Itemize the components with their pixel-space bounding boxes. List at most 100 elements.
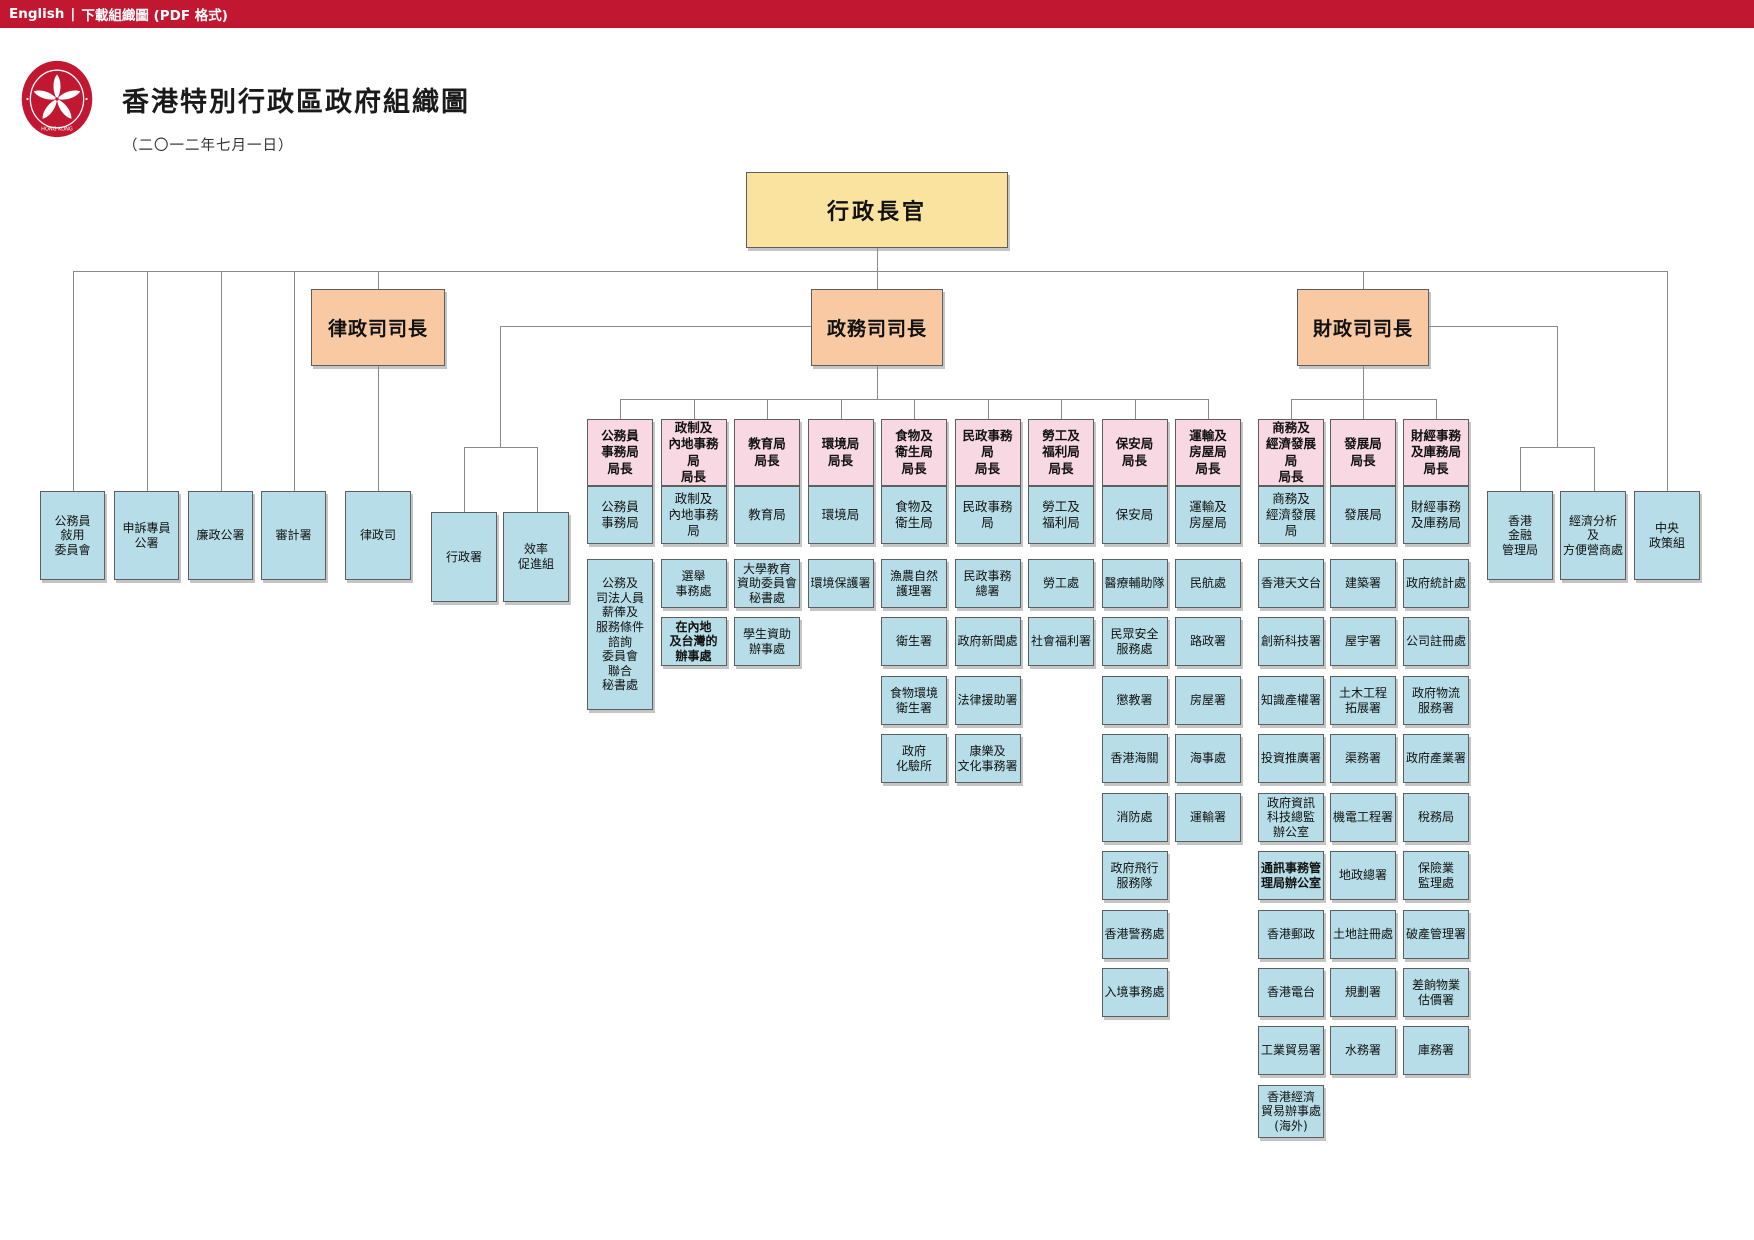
org-box-development-dept-6: 土地註冊處 [1330, 910, 1396, 959]
connector-line [72, 271, 1668, 272]
org-box-transport-housing-dept-2: 房屋署 [1175, 676, 1241, 725]
org-box-public-service-commission: 公務員 敍用 委員會 [40, 491, 105, 580]
hksar-emblem-logo: HONG KONG [21, 60, 93, 142]
topbar-separator: | [70, 6, 76, 22]
connector-line [877, 248, 878, 271]
org-box-security-dept-0: 醫療輔助隊 [1101, 559, 1168, 608]
org-box-commerce-economic-development-dept-5: 通訊事務管 理局辦公室 [1258, 851, 1324, 900]
connector-line [220, 271, 222, 491]
org-box-central-policy-unit: 中央 政策組 [1634, 491, 1700, 580]
org-box-food-health-dept-1: 衛生署 [881, 617, 947, 666]
org-box-labour-welfare-dept-1: 社會福利署 [1028, 617, 1094, 666]
org-box-civil-service-bureau: 公務員 事務局 [587, 486, 653, 544]
org-box-development-dept-1: 屋宇署 [1330, 617, 1396, 666]
org-box-home-affairs-dept-2: 法律援助署 [954, 676, 1021, 725]
org-box-financial-services-treasury-bureau: 財經事務 及庫務局 [1403, 486, 1469, 544]
org-box-financial-services-treasury-chief: 財經事務 及庫務局 局長 [1403, 419, 1469, 486]
org-box-commerce-economic-development-dept-8: 工業貿易署 [1258, 1026, 1324, 1075]
org-box-icac: 廉政公署 [188, 491, 253, 580]
connector-line [1208, 399, 1209, 419]
org-box-security-dept-5: 政府飛行 服務隊 [1101, 851, 1168, 900]
org-box-transport-housing-bureau: 運輸及 房屋局 [1175, 486, 1241, 544]
org-box-food-health-dept-3: 政府 化驗所 [881, 734, 947, 783]
org-box-constitutional-mainland-affairs-dept-0: 選舉 事務處 [660, 559, 727, 608]
org-box-financial-services-treasury-dept-1: 公司註冊處 [1403, 617, 1469, 666]
org-box-home-affairs-chief: 民政事務局 局長 [954, 419, 1021, 486]
org-box-development-dept-5: 地政總署 [1330, 851, 1396, 900]
org-box-commerce-economic-development-chief: 商務及 經濟發展局 局長 [1258, 419, 1324, 486]
org-box-civil-service-chief: 公務員 事務局 局長 [587, 419, 653, 486]
org-box-security-dept-3: 香港海關 [1101, 734, 1168, 783]
org-box-development-bureau: 發展局 [1330, 486, 1396, 544]
connector-line [877, 366, 878, 399]
connector-line [1667, 271, 1668, 491]
top-red-bar: English | 下載組織圖 (PDF 格式) [0, 0, 1754, 28]
connector-line [1429, 326, 1557, 327]
connector-line [1557, 326, 1558, 447]
connector-line [1520, 447, 1521, 491]
org-box-security-dept-6: 香港警務處 [1101, 910, 1168, 959]
org-box-security-chief: 保安局 局長 [1101, 419, 1168, 486]
org-box-home-affairs-bureau: 民政事務局 [954, 486, 1021, 544]
org-box-food-health-bureau: 食物及 衛生局 [881, 486, 947, 544]
org-box-education-chief: 教育局 局長 [734, 419, 800, 486]
org-box-security-dept-2: 懲教署 [1101, 676, 1168, 725]
org-box-security-dept-1: 民眾安全 服務處 [1101, 617, 1168, 666]
org-box-security-bureau: 保安局 [1101, 486, 1168, 544]
org-box-development-chief: 發展局 局長 [1330, 419, 1396, 486]
org-box-commerce-economic-development-dept-9: 香港經濟 貿易辦事處 (海外) [1258, 1085, 1324, 1138]
org-box-home-affairs-dept-0: 民政事務 總署 [954, 559, 1021, 608]
connector-line [499, 326, 501, 447]
org-box-transport-housing-dept-3: 海事處 [1175, 734, 1241, 783]
org-box-financial-services-treasury-dept-8: 庫務署 [1403, 1026, 1469, 1075]
org-box-development-dept-7: 規劃署 [1330, 968, 1396, 1017]
connector-line [378, 271, 379, 289]
org-box-financial-services-treasury-dept-2: 政府物流 服務署 [1403, 676, 1469, 725]
connector-line [620, 399, 621, 419]
org-box-financial-services-treasury-dept-3: 政府產業署 [1403, 734, 1469, 783]
connector-line [840, 399, 842, 419]
org-box-financial-services-treasury-dept-7: 差餉物業 估價署 [1403, 968, 1469, 1017]
org-box-development-dept-0: 建築署 [1330, 559, 1396, 608]
org-box-education-dept-0: 大學教育 資助委員會 秘書處 [734, 559, 800, 608]
download-pdf-link[interactable]: 下載組織圖 (PDF 格式) [81, 8, 228, 24]
org-box-financial-services-treasury-dept-5: 保險業 監理處 [1403, 851, 1469, 900]
org-box-education-dept-1: 學生資助 辦事處 [734, 617, 800, 666]
org-box-security-dept-4: 消防處 [1101, 793, 1168, 842]
org-box-food-health-dept-2: 食物環境 衛生署 [881, 676, 947, 725]
org-box-labour-welfare-chief: 勞工及 福利局 局長 [1028, 419, 1094, 486]
org-box-constitutional-mainland-affairs-chief: 政制及 內地事務局 局長 [660, 419, 727, 486]
org-box-commerce-economic-development-dept-4: 政府資訊 科技總監 辦公室 [1258, 793, 1324, 842]
org-box-development-dept-3: 渠務署 [1330, 734, 1396, 783]
connector-line [463, 447, 465, 512]
connector-line [877, 271, 878, 289]
org-box-efficiency-unit: 效率 促進組 [503, 512, 569, 602]
org-box-office-of-the-ombudsman: 申訴專員 公署 [114, 491, 179, 580]
english-language-link[interactable]: English [9, 6, 65, 22]
connector-line [1436, 399, 1437, 419]
org-box-transport-housing-dept-1: 路政署 [1175, 617, 1241, 666]
org-box-education-bureau: 教育局 [734, 486, 800, 544]
org-box-audit-commission: 審計署 [261, 491, 326, 580]
page-title: 香港特別行政區政府組織圖 [122, 87, 470, 118]
connector-line [1363, 366, 1364, 399]
org-box-labour-welfare-bureau: 勞工及 福利局 [1028, 486, 1094, 544]
connector-line [1061, 399, 1062, 419]
emblem-caption: HONG KONG [41, 127, 73, 133]
connector-line [293, 271, 295, 491]
org-box-transport-housing-dept-0: 民航處 [1175, 559, 1241, 608]
org-box-transport-housing-dept-4: 運輸署 [1175, 793, 1241, 842]
connector-line [767, 399, 768, 419]
org-box-financial-services-treasury-dept-6: 破產管理署 [1403, 910, 1469, 959]
org-box-commerce-economic-development-dept-3: 投資推廣署 [1258, 734, 1324, 783]
org-box-constitutional-mainland-affairs-dept-1: 在內地 及台灣的 辦事處 [660, 617, 727, 666]
org-box-home-affairs-dept-3: 康樂及 文化事務署 [954, 734, 1021, 783]
connector-line [1291, 399, 1292, 419]
org-box-commerce-economic-development-dept-7: 香港電台 [1258, 968, 1324, 1017]
org-box-commerce-economic-development-dept-1: 創新科技署 [1258, 617, 1324, 666]
org-box-development-dept-4: 機電工程署 [1330, 793, 1396, 842]
org-box-economic-analysis-unit: 經濟分析 及 方便營商處 [1560, 491, 1626, 580]
org-box-environment-dept-0: 環境保護署 [807, 559, 874, 608]
